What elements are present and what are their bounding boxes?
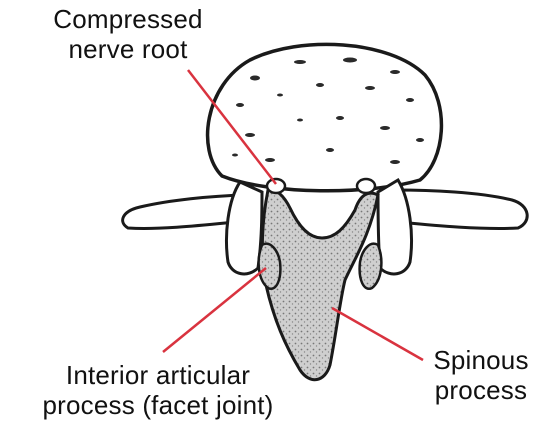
label-nerve-root-line1: Compressed xyxy=(18,4,238,34)
label-compressed-nerve-root: Compressed nerve root xyxy=(18,4,238,64)
right-articular-lobe xyxy=(360,244,382,289)
leader-facet-joint xyxy=(163,268,266,352)
label-spinous-line1: Spinous xyxy=(420,345,542,375)
label-spinous-line2: process xyxy=(420,375,542,405)
vertebral-body xyxy=(208,44,442,190)
label-spinous-process: Spinous process xyxy=(420,345,542,405)
label-facet-line1: Interior articular xyxy=(8,360,308,390)
label-nerve-root-line2: nerve root xyxy=(18,34,238,64)
label-facet-line2: process (facet joint) xyxy=(8,390,308,420)
spinous-process-shape xyxy=(262,190,378,380)
label-facet-joint: Interior articular process (facet joint) xyxy=(8,360,308,420)
right-transverse-process xyxy=(395,190,527,228)
facet-joint-shape xyxy=(259,244,281,289)
left-lamina xyxy=(227,182,263,274)
leader-spinous-process xyxy=(332,308,423,360)
